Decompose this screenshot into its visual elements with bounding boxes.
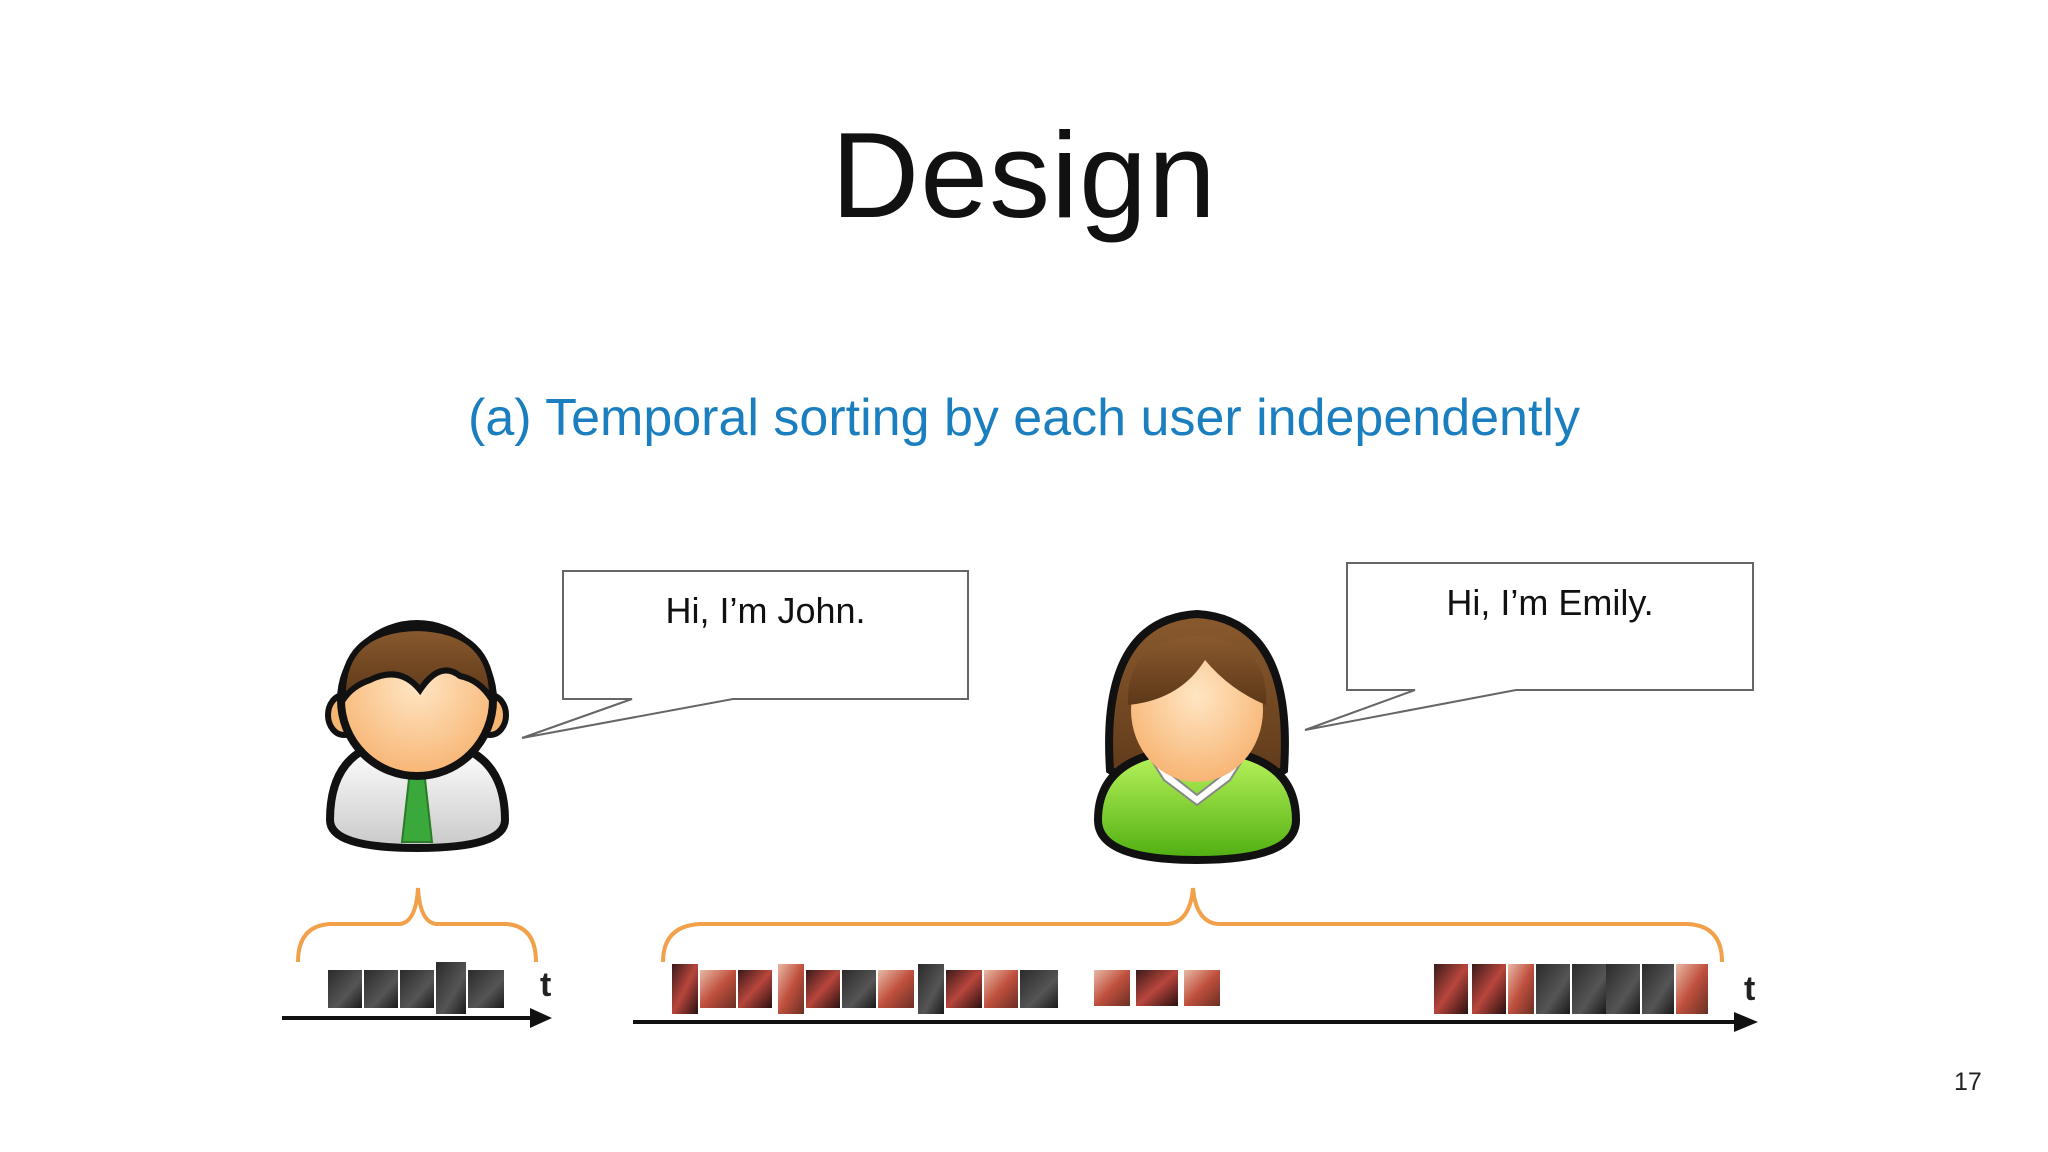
- emily-photo-thumbnails-group1: [672, 964, 1058, 1014]
- emily-photo-thumbnails-group3: [1434, 964, 1708, 1014]
- slide-title: Design: [831, 107, 1217, 243]
- emily-speech-bubble: [1304, 562, 1754, 731]
- john-photo-thumbnails: [328, 962, 504, 1014]
- john-speech-bubble: [521, 570, 969, 739]
- john-brace: [296, 887, 538, 963]
- emily-brace: [661, 887, 1724, 963]
- female-user-icon: [1093, 609, 1301, 865]
- male-user-icon: [325, 620, 510, 853]
- emily-photo-thumbnails-group2: [1094, 970, 1220, 1006]
- john-timeline: [282, 962, 552, 1028]
- john-time-axis-label: t: [540, 966, 552, 1004]
- emily-speech-text: Hi, I’m Emily.: [1446, 582, 1654, 623]
- slide-subtitle: (a) Temporal sorting by each user indepe…: [468, 389, 1580, 447]
- emily-time-axis-label: t: [1744, 970, 1756, 1008]
- page-number: 17: [1954, 1068, 1982, 1096]
- emily-timeline: [633, 964, 1758, 1032]
- john-speech-text: Hi, I’m John.: [665, 590, 866, 631]
